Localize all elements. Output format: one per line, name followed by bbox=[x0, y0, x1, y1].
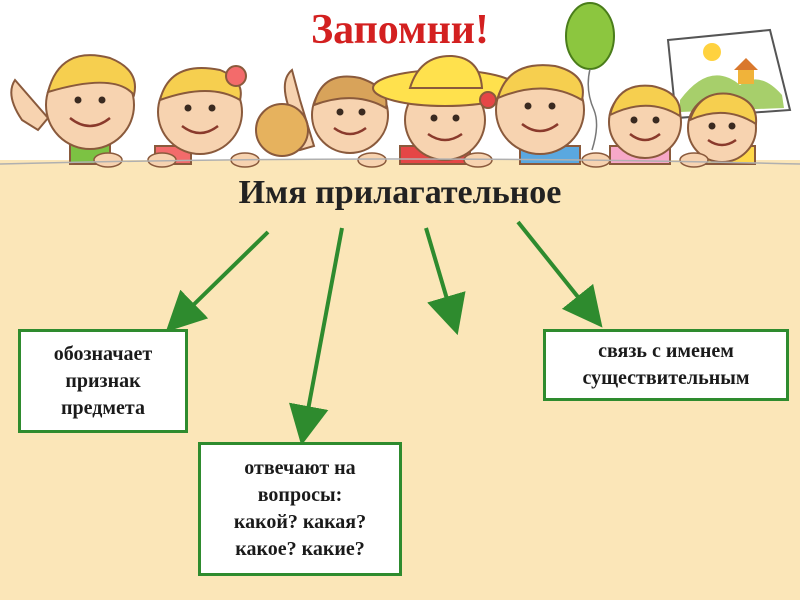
questions-line: вопросы: bbox=[257, 484, 343, 506]
arrow-to-meaning bbox=[165, 230, 270, 332]
meaning-line: обозначает bbox=[53, 342, 153, 365]
page-title: Запомни! bbox=[310, 7, 489, 53]
link-line: связь с именем bbox=[598, 340, 734, 362]
children-eyes bbox=[74, 96, 736, 130]
questions-line: какой? какая? bbox=[233, 511, 367, 533]
topic-heading: Имя прилагательное bbox=[238, 174, 562, 211]
balloon-icon bbox=[565, 2, 615, 151]
meaning-box: обозначает признак предмета bbox=[18, 329, 188, 433]
meaning-line: предмета bbox=[61, 396, 145, 419]
meaning-line: признак bbox=[65, 369, 141, 392]
arrow-to-questions bbox=[289, 227, 344, 446]
arrow-down-middle bbox=[424, 227, 466, 336]
questions-line: какое? какие? bbox=[235, 538, 365, 560]
children-smiles bbox=[69, 117, 737, 147]
arrows bbox=[165, 220, 603, 446]
link-box: связь с именем существительным bbox=[543, 329, 789, 401]
questions-box: отвечают на вопросы: какой? какая? какое… bbox=[198, 442, 402, 576]
link-line: существительным bbox=[582, 367, 750, 389]
arrow-to-link bbox=[516, 220, 603, 328]
questions-line: отвечают на bbox=[244, 457, 356, 479]
children-faces bbox=[45, 54, 758, 163]
